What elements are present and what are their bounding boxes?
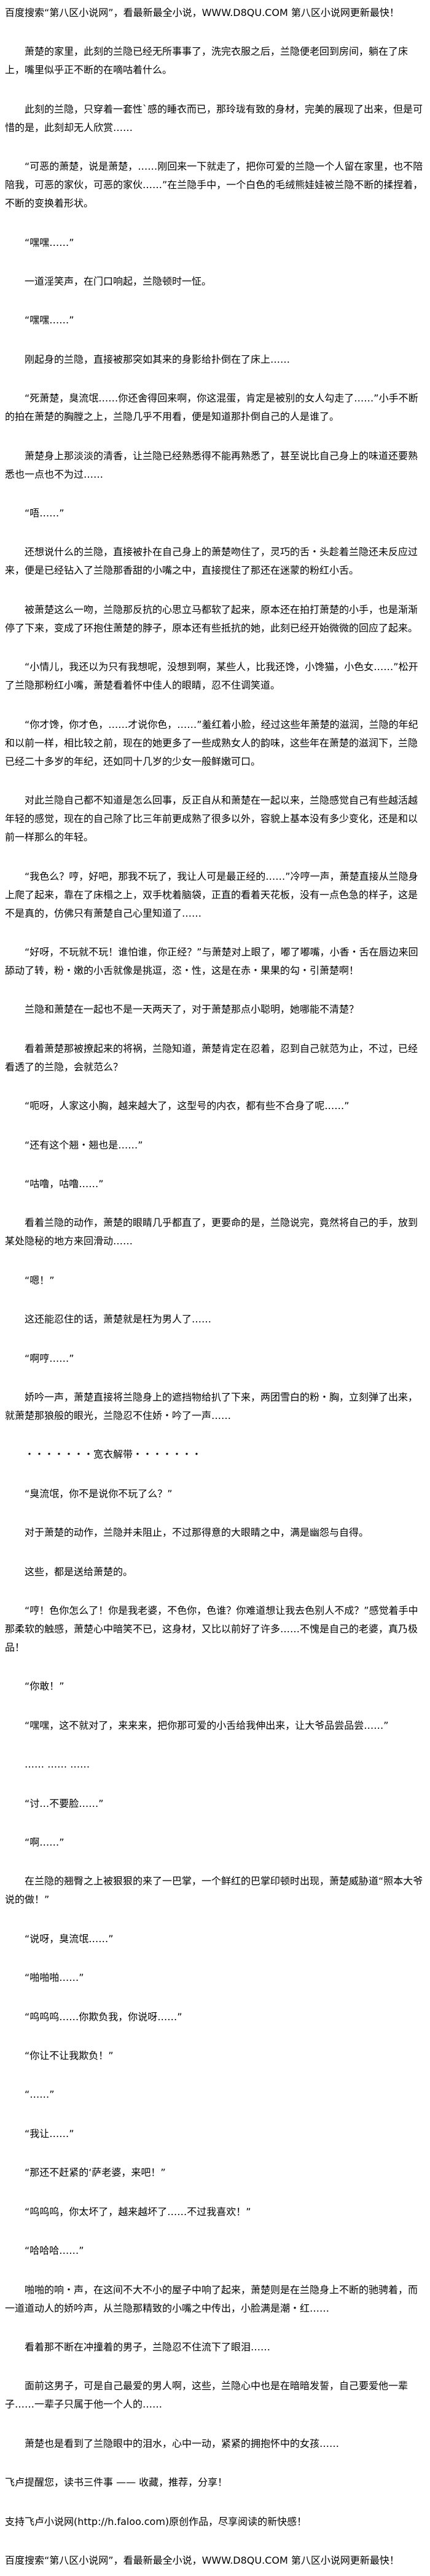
story-paragraph: “我色么？哼，好吧，那我不玩了，我让人可是最正经的……”冷哼一声，萧楚直接从兰隐… xyxy=(5,870,418,919)
story-paragraph: “我让……” xyxy=(25,2127,74,2139)
story-paragraph: “呜呜呜……你欺负我，你说呀……” xyxy=(25,2010,182,2023)
story-paragraph: “说呀，臭流氓……” xyxy=(25,1932,114,1945)
story-paragraph: “唔……” xyxy=(25,507,64,520)
story-paragraph: “啊哼……” xyxy=(25,1352,74,1364)
story-paragraph: 在兰隐的翘臀之上被狠狠的来了一巴掌，一个鲜红的巴掌印顿时出现，萧楚威胁道“照本大… xyxy=(5,1875,423,1906)
story-paragraph: “哼！色你怎么了！你是我老婆，不色你，色谁？你难道想让我去色别人不成？”感觉着手… xyxy=(5,1605,418,1653)
story-paragraph: “可恶的萧楚，说是萧楚，……刚回来一下就走了，把你可爱的兰隐一个人留在家里，也不… xyxy=(5,160,423,210)
story-paragraph: “嘿嘿……” xyxy=(25,314,74,326)
story-paragraph: “嘿嘿，这不就对了，来来来，把你那可爱的小舌给我伸出来，让大爷品尝品尝……” xyxy=(25,1719,389,1731)
story-paragraph: “死萧楚，臭流氓……你还舍得回来啊，你这混蛋，肯定是被别的女人勾走了……”小手不… xyxy=(5,392,418,423)
story-paragraph: “呃呀，人家这小胸，越来越大了，这型号的内衣，都有些不合身了呢……” xyxy=(25,1100,350,1112)
story-paragraph: 萧楚的家里，此刻的兰隐已经无所事事了，洗完衣服之后，兰隐便老回到房间，躺在了床上… xyxy=(5,45,408,76)
scene-break: ・・・・・・・宽衣解带・・・・・・・ xyxy=(25,1448,202,1461)
story-paragraph: 啪啪的响・声，在这间不大不小的屋子中响了起来，萧楚则是在兰隐身上不断的驰骋着，而… xyxy=(5,2283,418,2314)
story-paragraph: 这些，都是送给萧楚的。 xyxy=(25,1565,133,1578)
story-paragraph: “呜呜呜，你太坏了，越来越坏了……不过我喜欢！” xyxy=(25,2205,251,2218)
story-paragraph: “哈哈哈……” xyxy=(25,2245,84,2257)
story-paragraph: 萧楚也是看到了兰隐眼中的泪水，心中一动，紧紧的拥抱怀中的女孩…… xyxy=(25,2437,340,2449)
story-paragraph: “啪啪啪……” xyxy=(25,1972,84,1984)
story-paragraph: “……” xyxy=(25,2088,55,2101)
story-paragraph: 对于萧楚的动作，兰隐并未阻止，不过那得意的大眼睛之中，满是幽怨与自得。 xyxy=(25,1527,369,1539)
story-paragraph: “还有这个翘・翘也是……” xyxy=(25,1139,143,1151)
story-paragraph: 还想说什么的兰隐，直接被扑在自己身上的萧楚吻住了，灵巧的舌・头趁着兰隐还未反应过… xyxy=(5,546,418,577)
story-paragraph: 对此兰隐自己都不知道是怎么回事，反正自从和萧楚在一起以来，兰隐感觉自己有些越活越… xyxy=(5,794,418,844)
story-paragraph: 萧楚身上那淡淡的清香，让兰隐已经熟悉得不能再熟悉了，甚至说比自己身上的味道还要熟… xyxy=(5,449,418,480)
story-paragraph: “啊……” xyxy=(25,1836,64,1849)
story-paragraph: “你才馋，你才色，……才说你色，……”羞红着小脸，经过这些年萧楚的滋润，兰隐的年… xyxy=(5,718,418,767)
faloo-reminder-notice: 飞卢提醒您，读书三件事 —— 收藏，推荐，分享！ xyxy=(5,2476,228,2489)
story-paragraph: “你敢！” xyxy=(25,1680,64,1693)
story-paragraph: “嘿嘿……” xyxy=(25,236,74,248)
story-paragraph: “小情儿，我还以为只有我想呢，没想到啊，某些人，比我还馋，小馋猫，小色女……”松… xyxy=(5,661,418,692)
story-paragraph: 一道淫笑声，在门口响起，兰隐顿时一怔。 xyxy=(25,275,212,288)
site-promo-footer: 百度搜索“第八区小说网”，看最新最全小说，WWW.D8QU.COM 第八区小说网… xyxy=(5,2554,399,2566)
story-paragraph: 看着那不断在冲撞着的男子，兰隐忍不住流下了眼泪…… xyxy=(25,2341,271,2353)
story-paragraph: 此刻的兰隐，只穿着一套性`感的睡衣而已，那玲珑有致的身材，完美的展现了出来，但是… xyxy=(5,103,423,133)
story-paragraph: “好呀，不玩就不玩！谁怕谁，你正经？”与萧楚对上眼了，嘟了嘟嘴，小香・舌在唇边来… xyxy=(5,946,418,976)
story-paragraph: “你让不让我欺负！” xyxy=(25,2050,114,2062)
story-paragraph: 娇吟一声，萧楚直接将兰隐身上的遮挡物给扒了下来，两团雪白的粉・胸，立刻弹了出来，… xyxy=(5,1391,418,1421)
story-paragraph: 面前这男子，可是自己最爱的男人啊，这些，兰隐心中也是在暗暗发誓，自己要爱他一辈子… xyxy=(5,2380,408,2411)
story-paragraph: 这还能忍住的话，萧楚就是枉为男人了…… xyxy=(25,1313,212,1326)
scene-break: …… …… …… xyxy=(25,1758,90,1771)
story-paragraph: “臭流氓，你不是说你不玩了么？” xyxy=(25,1487,173,1499)
site-promo-header: 百度搜索“第八区小说网”，看最新最全小说，WWW.D8QU.COM 第八区小说网… xyxy=(5,7,399,18)
story-paragraph: 刚起身的兰隐，直接被那突如其来的身影给扑倒在了床上…… xyxy=(25,353,291,365)
story-paragraph: 兰隐和萧楚在一起也不是一天两天了，对于萧楚那点小聪明，她哪能不清楚？ xyxy=(25,1003,359,1016)
story-paragraph: 看着萧楚那被撩起来的将祸，兰隐知道，萧楚肯定在忍着，忍到自己就范为止，不过，已经… xyxy=(5,1042,418,1073)
faloo-support-notice: 支持飞卢小说网(http://h.faloo.com)原创作品，尽享阅读的新快感… xyxy=(5,2515,307,2527)
story-paragraph: “咕噜，咕噜……” xyxy=(25,1177,104,1190)
story-paragraph: 被萧楚这么一吻，兰隐那反抗的心思立马都软了起来，原本还在拍打萧楚的小手，也是渐渐… xyxy=(5,603,418,634)
story-paragraph: “那还不赶紧的‘萨老婆，来吧！” xyxy=(25,2167,166,2179)
story-paragraph: “嗯！” xyxy=(25,1274,55,1286)
story-paragraph: “讨…不要脸……” xyxy=(25,1797,104,1809)
story-paragraph: 看着兰隐的动作，萧楚的眼睛几乎都直了，更要命的是，兰隐说完，竟然将自己的手，放到… xyxy=(5,1217,418,1247)
